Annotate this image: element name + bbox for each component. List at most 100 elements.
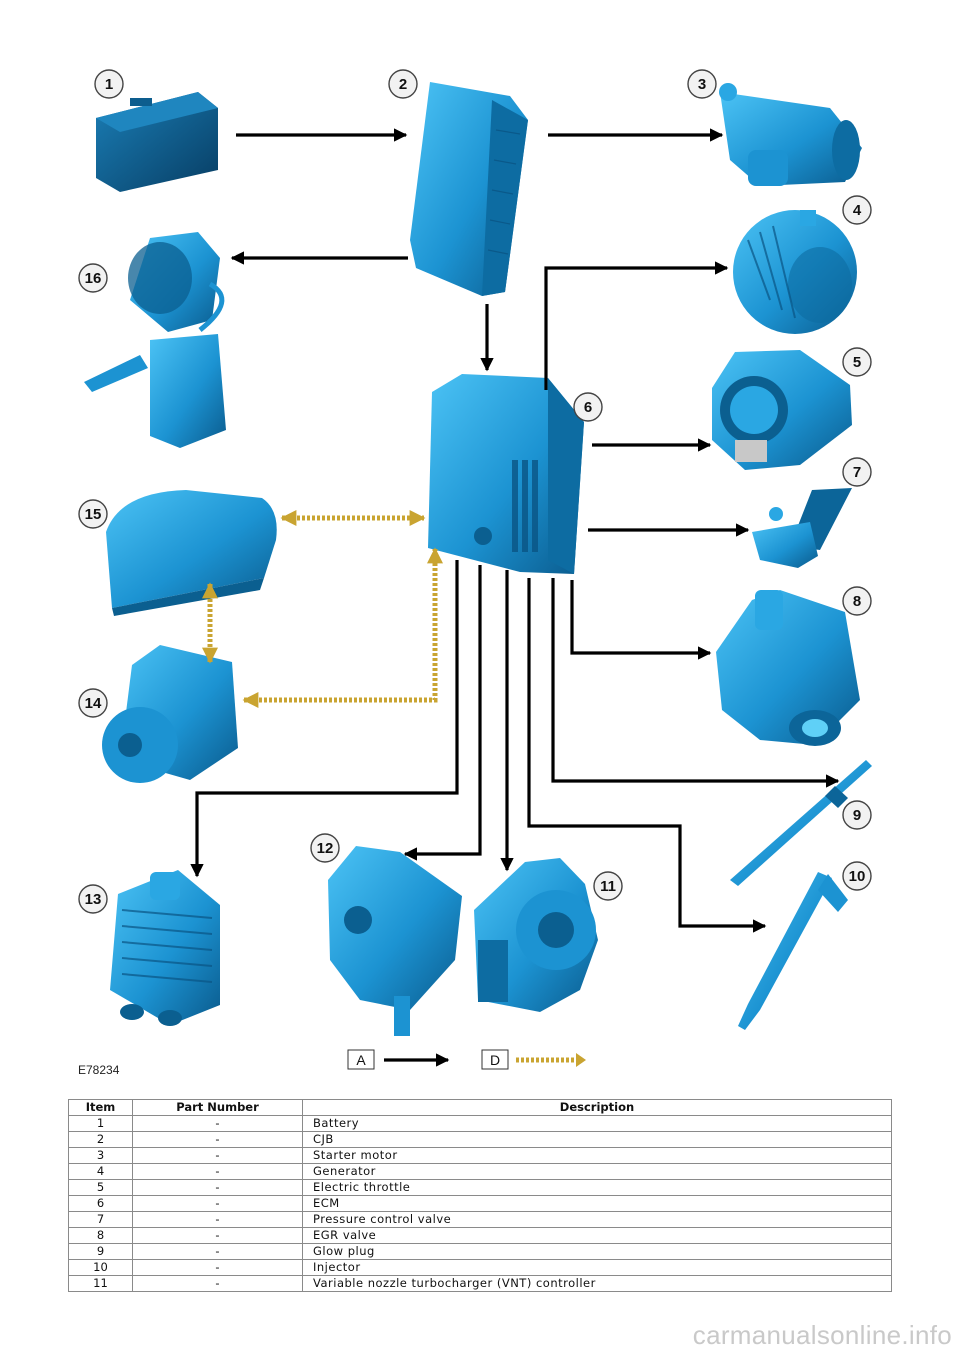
callout-1: 1 (94, 69, 124, 99)
table-row: 4-Generator (68, 1163, 892, 1180)
wire-ecm-to-generator (544, 261, 729, 390)
cell-item: 11 (68, 1275, 133, 1292)
header-item: Item (68, 1099, 133, 1116)
legend-network: D (481, 1049, 586, 1070)
cell-item: 5 (68, 1179, 133, 1196)
svg-text:12: 12 (317, 840, 334, 857)
callout-5: 5 (842, 347, 872, 377)
svg-text:16: 16 (85, 270, 102, 287)
cell-part-number: - (132, 1211, 303, 1228)
callout-12: 12 (310, 833, 340, 863)
turbocharger (474, 858, 598, 1012)
wire-ecm-to-egr (570, 580, 712, 660)
callout-10: 10 (842, 861, 872, 891)
hardwired-connections (190, 128, 840, 933)
cell-item: 1 (68, 1115, 133, 1132)
callout-13: 13 (78, 884, 108, 914)
cell-item: 6 (68, 1195, 133, 1212)
network-connections (201, 509, 444, 709)
cell-part-number: - (132, 1259, 303, 1276)
callout-14: 14 (78, 688, 108, 718)
svg-text:2: 2 (399, 76, 407, 93)
cell-part-number: - (132, 1131, 303, 1148)
table-row: 11-Variable nozzle turbocharger (VNT) co… (68, 1275, 892, 1292)
cell-item: 7 (68, 1211, 133, 1228)
cell-description: EGR valve (302, 1227, 892, 1244)
legend: A D (347, 1049, 586, 1070)
wire-ecm-to-hp-pump (403, 565, 482, 861)
cell-part-number: - (132, 1227, 303, 1244)
table-header-row: Item Part Number Description (68, 1099, 892, 1116)
cell-item: 2 (68, 1131, 133, 1148)
watermark: carmanualsonline.info (692, 1320, 952, 1350)
cell-description: Generator (302, 1163, 892, 1180)
cell-description: ECM (302, 1195, 892, 1212)
pressure-control-valve (752, 488, 852, 568)
cell-part-number: - (132, 1275, 303, 1292)
header-description: Description (302, 1099, 892, 1116)
svg-text:10: 10 (849, 868, 866, 885)
battery (96, 92, 218, 192)
glow-plug (730, 760, 872, 886)
table-row: 9-Glow plug (68, 1243, 892, 1260)
table-row: 10-Injector (68, 1259, 892, 1276)
svg-text:11: 11 (600, 878, 616, 895)
table-row: 7-Pressure control valve (68, 1211, 892, 1228)
table-row: 1-Battery (68, 1115, 892, 1132)
cell-part-number: - (132, 1179, 303, 1196)
svg-text:15: 15 (85, 506, 102, 523)
header-part-number: Part Number (132, 1099, 303, 1116)
wire-ecm-to-intercooler (190, 560, 459, 878)
callout-11: 11 (593, 871, 623, 901)
callout-7: 7 (842, 457, 872, 487)
cell-part-number: - (132, 1195, 303, 1212)
cell-description: CJB (302, 1131, 892, 1148)
legend-hardwired: A (347, 1049, 450, 1070)
table-row: 3-Starter motor (68, 1147, 892, 1164)
table-row: 6-ECM (68, 1195, 892, 1212)
cell-description: Starter motor (302, 1147, 892, 1164)
cell-part-number: - (132, 1243, 303, 1260)
svg-text:4: 4 (853, 202, 862, 219)
can-abs-to-ecm (242, 547, 444, 709)
cell-description: Variable nozzle turbocharger (VNT) contr… (302, 1275, 892, 1292)
cell-item: 3 (68, 1147, 133, 1164)
callout-4: 4 (842, 195, 872, 225)
cell-description: Pressure control valve (302, 1211, 892, 1228)
cell-item: 8 (68, 1227, 133, 1244)
generator (733, 210, 857, 334)
callout-2: 2 (388, 69, 418, 99)
callout-3: 3 (687, 69, 717, 99)
svg-text:8: 8 (853, 593, 861, 610)
abs-module (102, 645, 238, 783)
intercooler (110, 870, 220, 1026)
svg-text:14: 14 (85, 695, 102, 712)
svg-text:6: 6 (584, 399, 592, 416)
svg-text:9: 9 (853, 807, 861, 824)
svg-text:5: 5 (853, 354, 861, 371)
svg-text:D: D (490, 1052, 500, 1068)
parts-table: Item Part Number Description 1-Battery 2… (68, 1099, 892, 1292)
wire-ecm-to-glow-plug (551, 578, 840, 788)
table-row: 5-Electric throttle (68, 1179, 892, 1196)
cell-part-number: - (132, 1115, 303, 1132)
cell-part-number: - (132, 1147, 303, 1164)
cjb-module (410, 82, 528, 296)
cell-description: Glow plug (302, 1243, 892, 1260)
cell-description: Injector (302, 1259, 892, 1276)
ecm-module (428, 374, 584, 574)
callout-8: 8 (842, 586, 872, 616)
fuel-pump-module (84, 232, 226, 448)
electric-throttle (712, 350, 852, 470)
injector (738, 872, 848, 1030)
callout-9: 9 (842, 800, 872, 830)
figure-id: E78234 (78, 1063, 120, 1077)
cell-item: 10 (68, 1259, 133, 1276)
starter-motor (719, 83, 862, 186)
cell-part-number: - (132, 1163, 303, 1180)
cell-item: 4 (68, 1163, 133, 1180)
svg-text:13: 13 (85, 891, 102, 908)
callout-16: 16 (78, 263, 108, 293)
svg-text:1: 1 (105, 76, 113, 93)
egr-valve (716, 590, 860, 746)
